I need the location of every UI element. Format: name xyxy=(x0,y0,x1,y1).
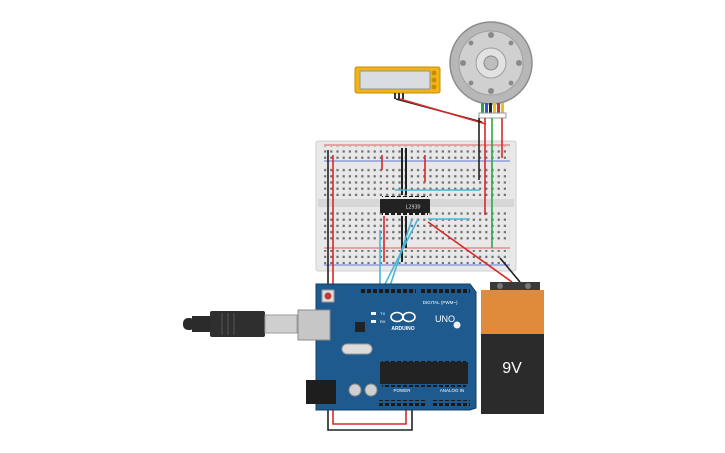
usb-chip xyxy=(355,322,365,332)
digital-header-right[interactable] xyxy=(420,287,470,293)
board-model-text: UNO xyxy=(435,314,455,324)
chip-label: L293D xyxy=(405,205,420,211)
usb-port[interactable] xyxy=(297,309,331,341)
digital-label: DIGITAL (PWM~) xyxy=(423,300,458,305)
atmega-chip xyxy=(380,362,468,384)
crystal xyxy=(341,343,373,355)
analog-header[interactable] xyxy=(432,400,470,406)
rx-label: RX xyxy=(380,319,386,324)
arduino-logo xyxy=(390,311,416,323)
analog-label: ANALOG IN xyxy=(440,388,465,393)
capacitor xyxy=(364,383,378,397)
upper-terminal-strip[interactable] xyxy=(324,166,510,197)
capacitor xyxy=(348,383,362,397)
bottom-power-rail[interactable] xyxy=(324,250,510,264)
battery-label: 9V xyxy=(502,360,522,377)
wire-battery-positive xyxy=(427,221,513,283)
arduino-logo-text: ARDUINO xyxy=(391,326,414,332)
battery-9v[interactable]: 9V xyxy=(481,282,544,414)
dc-motor-icon[interactable] xyxy=(449,21,533,119)
top-power-rail[interactable] xyxy=(324,146,510,160)
power-jack[interactable] xyxy=(306,380,336,404)
power-label: POWER xyxy=(393,388,411,393)
digital-header-left[interactable] xyxy=(360,287,416,293)
power-header[interactable] xyxy=(378,400,426,406)
usb-cable-icon[interactable] xyxy=(183,311,298,337)
wire-battery-negative xyxy=(499,257,521,283)
potentiometer-icon[interactable] xyxy=(354,66,441,99)
tx-label: TX xyxy=(380,311,385,316)
motor-driver-chip[interactable]: L293D xyxy=(380,196,430,216)
arduino-uno-board[interactable]: DIGITAL (PWM~) TX RX ARDUINO UNO POWER A… xyxy=(297,283,477,411)
